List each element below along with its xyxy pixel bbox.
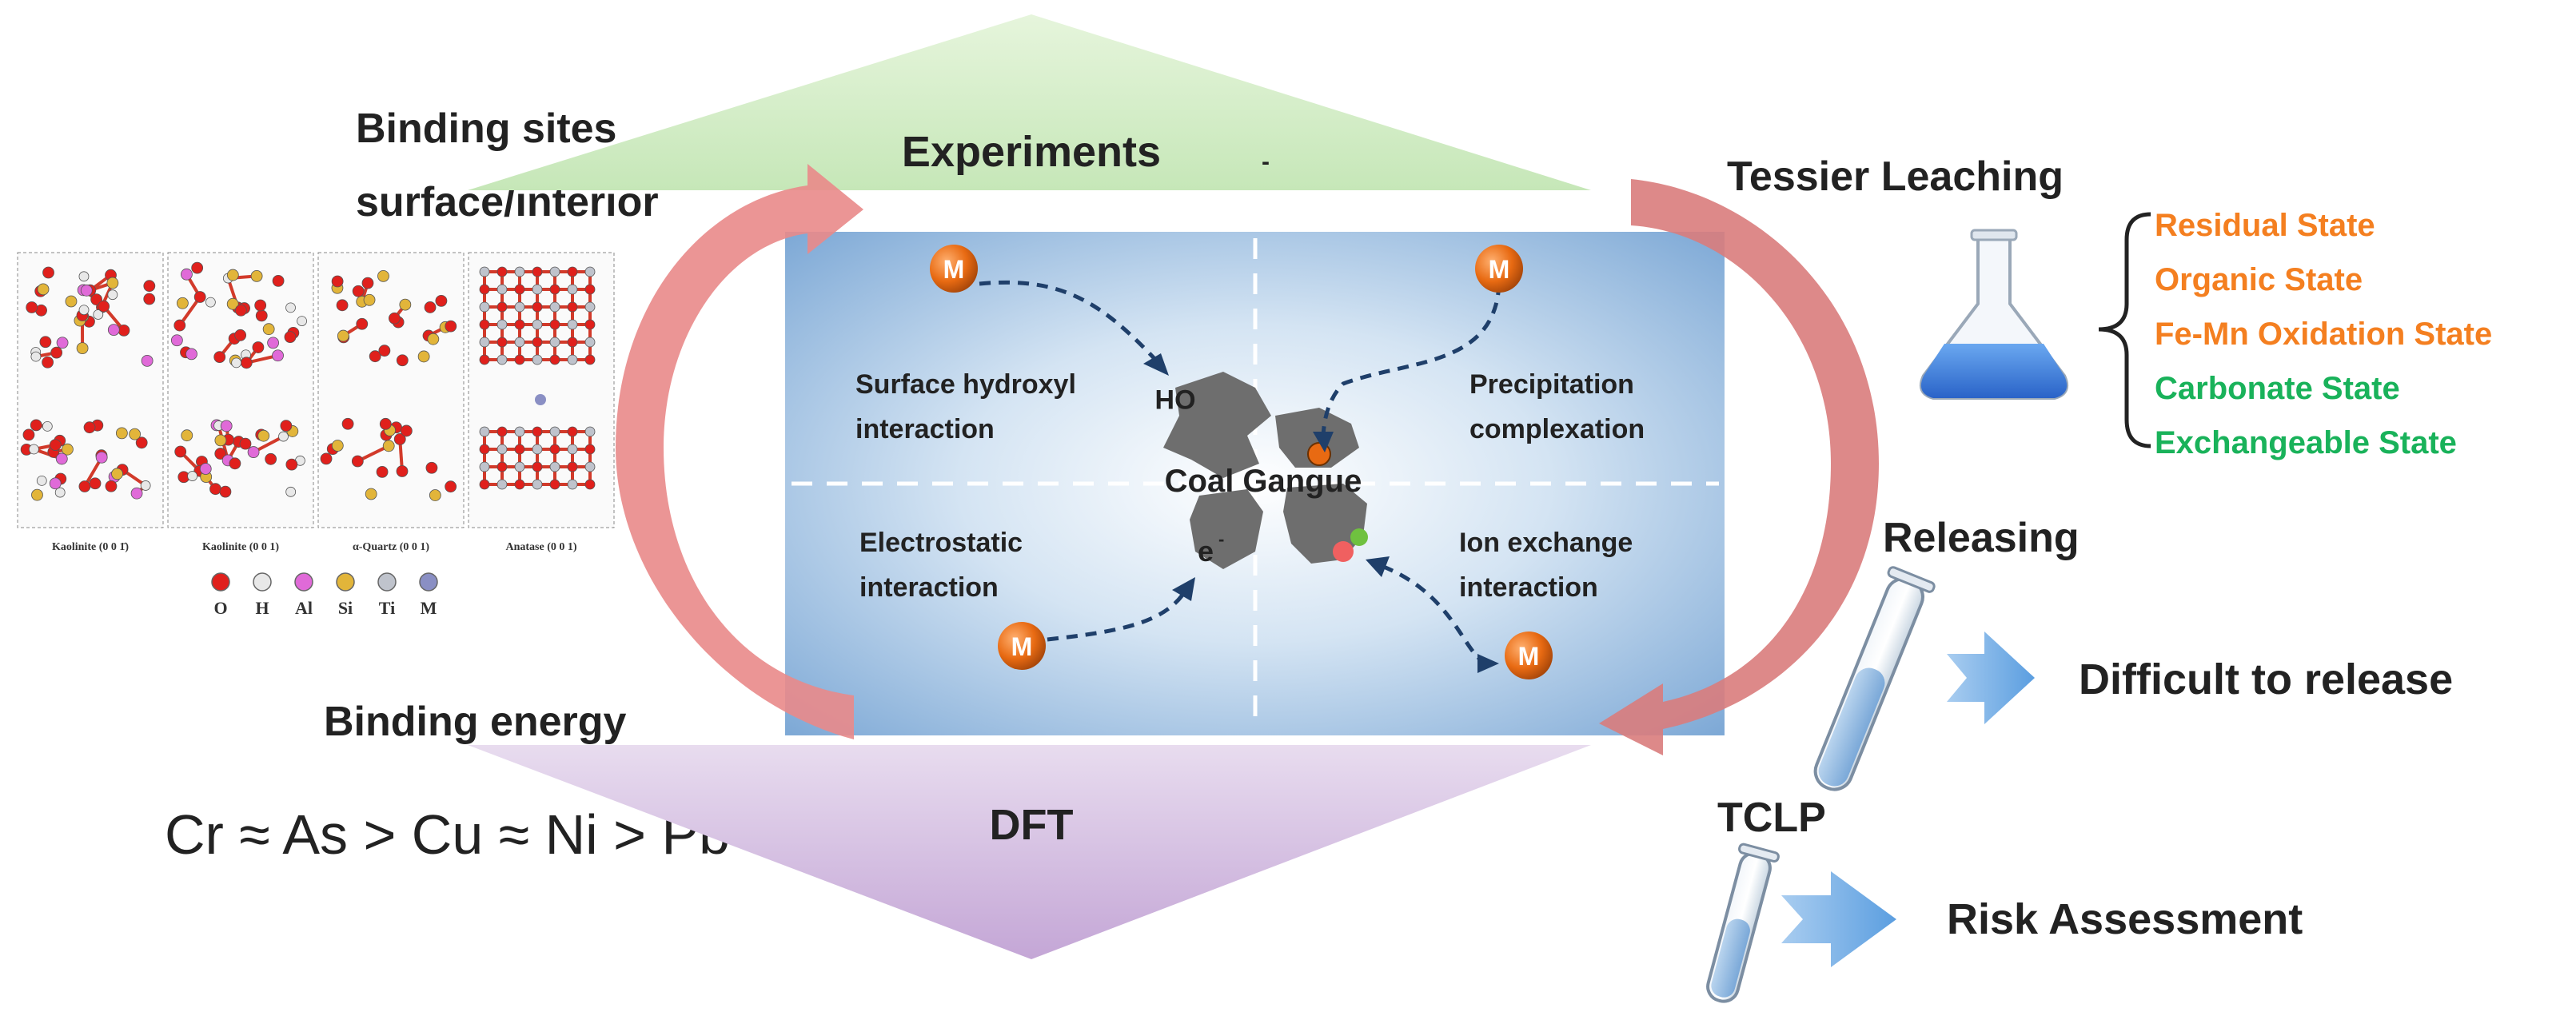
risk-assessment-label: Risk Assessment — [1947, 895, 2303, 943]
tessier-state-5: Exchangeable State — [2155, 425, 2457, 460]
arrow-metal-to-precipitate — [1321, 283, 1501, 440]
metal-ions: M M M M — [930, 245, 1553, 679]
crystal-panel-quartz — [317, 252, 465, 528]
exchange-dot-green — [1350, 528, 1368, 546]
electron-charge: - — [1218, 529, 1224, 549]
quadrant-tr-line2: complexation — [1469, 414, 1645, 444]
cycle-arrow-right — [1599, 179, 1879, 755]
dft-label: DFT — [990, 801, 1074, 849]
crystal-label-2: Kaolinite (0 0 1) — [202, 541, 279, 553]
legend-label-o: O — [213, 598, 227, 618]
exchange-dot-red — [1333, 541, 1354, 562]
svg-text:M: M — [1489, 255, 1510, 284]
tessier-state-1: Residual State — [2155, 208, 2375, 243]
legend-atom-si — [336, 572, 355, 592]
electron-label: e — [1198, 535, 1214, 568]
metal-ball-tr: M — [1475, 245, 1523, 293]
crystal-label-1: Kaolinite (0 0 1̄) — [52, 541, 129, 553]
arrow-metal-to-hydroxyl — [979, 280, 1161, 365]
legend-label-ti: Ti — [379, 598, 395, 618]
experiments-triangle — [468, 14, 1591, 190]
quadrant-tr-line1: Precipitation — [1469, 369, 1634, 400]
metal-ball-bl: M — [998, 622, 1046, 670]
crystal-panel-kaolinite-top — [167, 252, 314, 528]
quadrant-bl-line1: Electrostatic — [859, 528, 1023, 558]
tclp-label: TCLP — [1717, 795, 1826, 841]
legend-label-al: Al — [295, 598, 313, 618]
experiments-label: Experiments — [902, 128, 1161, 176]
metal-arrowheads — [1143, 353, 1499, 673]
legend-atom-ti — [377, 572, 397, 592]
atom-legend: O H Al Si Ti M — [211, 572, 438, 618]
quadrant-bl-line2: interaction — [859, 572, 999, 603]
states-brace — [2098, 212, 2151, 448]
releasing-title: Releasing — [1883, 515, 2080, 561]
tessier-state-2: Organic State — [2155, 262, 2363, 297]
legend-atom-m — [419, 572, 438, 592]
experiments-footnote-mark: - — [1262, 149, 1270, 175]
crystal-lattice-art — [20, 261, 596, 501]
tessier-state-4: Carbonate State — [2155, 371, 2400, 406]
legend-atom-h — [253, 572, 272, 592]
binding-sites-title-line1: Binding sites — [356, 106, 616, 152]
test-tube-small-icon — [1706, 843, 1780, 1003]
quadrant-tl-line2: interaction — [855, 414, 995, 444]
metal-ball-br: M — [1505, 632, 1553, 679]
crystal-structures: Kaolinite (0 0 1̄) Kaolinite (0 0 1) α-Qua… — [17, 252, 615, 553]
legend-label-h: H — [255, 598, 269, 618]
cycle-arrow-left — [616, 164, 863, 739]
test-tube-icon — [1813, 566, 1936, 791]
hydroxyl-label: OH — [1155, 384, 1196, 414]
difficult-arrow-icon — [1947, 632, 2035, 724]
crystal-labels: Kaolinite (0 0 1̄) Kaolinite (0 0 1) α-Qua… — [52, 541, 577, 553]
legend-label-si: Si — [338, 598, 353, 618]
svg-text:M: M — [1518, 642, 1540, 671]
quadrant-br-line2: interaction — [1459, 572, 1598, 603]
crystal-label-3: α-Quartz (0 0 1) — [353, 541, 429, 553]
tessier-state-3: Fe-Mn Oxidation State — [2155, 317, 2492, 352]
tessier-title: Tessier Leaching — [1727, 153, 2064, 200]
dft-triangle — [468, 745, 1591, 959]
coal-gangue-label: Coal Gangue — [1165, 464, 1362, 499]
legend-atom-o — [211, 572, 230, 592]
quadrant-tl-line1: Surface hydroxyl — [855, 369, 1076, 400]
risk-arrow-icon — [1781, 871, 1896, 967]
metal-ball-tl: M — [930, 245, 978, 293]
binding-energy-title: Binding energy — [324, 699, 627, 745]
svg-text:M: M — [1011, 632, 1033, 661]
crystal-label-4: Anatase (0 0 1) — [505, 541, 576, 553]
legend-label-m: M — [421, 598, 437, 618]
quadrant-br-line1: Ion exchange — [1459, 528, 1633, 558]
flask-icon — [1920, 229, 2068, 400]
legend-atom-al — [294, 572, 313, 592]
svg-text:M: M — [943, 255, 965, 284]
arrow-metal-to-electron — [1047, 586, 1190, 642]
difficult-release-label: Difficult to release — [2079, 655, 2453, 703]
